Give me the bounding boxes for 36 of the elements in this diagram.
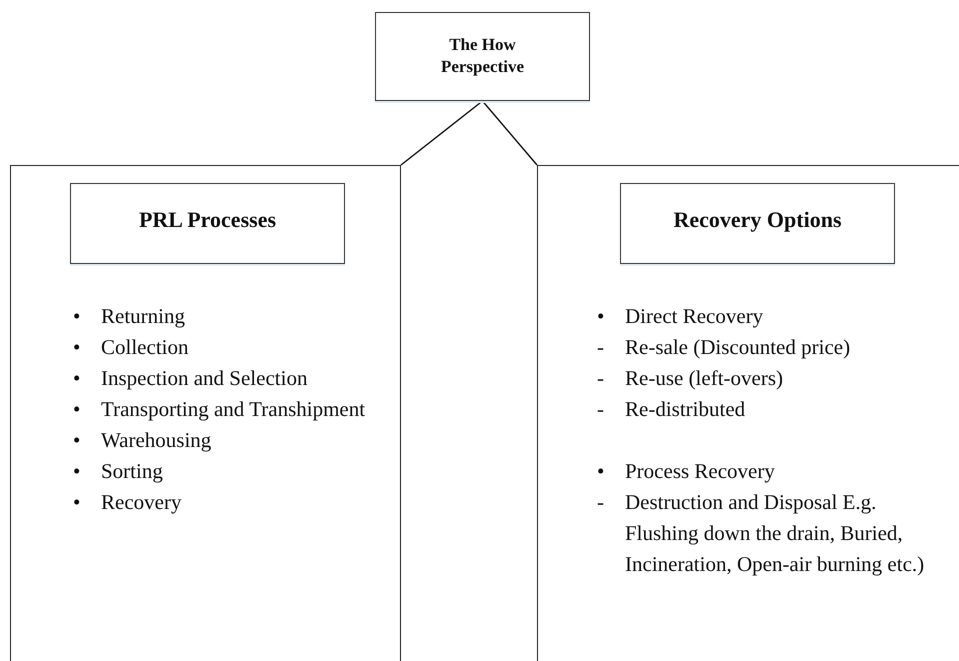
list-item-text: Re-sale (Discounted price): [625, 335, 850, 359]
list-item-text: Collection: [101, 335, 188, 359]
list-item-text: Destruction and Disposal E.g. Flushing down the drain, Buried, Incineration, Open-air burning etc.): [625, 490, 924, 576]
list-item-text: Recovery: [101, 490, 182, 514]
list-marker: -: [597, 334, 604, 361]
list-marker: •: [73, 489, 80, 516]
list-marker: •: [73, 334, 80, 361]
category-panel: [10, 165, 401, 661]
heading-box: [70, 183, 345, 264]
connector-line: [400, 100, 483, 166]
list-item-text: Inspection and Selection: [101, 366, 308, 390]
list-marker: -: [597, 396, 604, 423]
category-panel: [537, 165, 959, 661]
list-item-text: Transporting and Transhipment: [101, 397, 366, 421]
heading-text: Recovery Options: [672, 206, 843, 234]
list-marker: •: [597, 458, 604, 485]
list-item-text: Re-use (left-overs): [625, 366, 784, 390]
heading-text: PRL Processes: [138, 206, 278, 234]
list-marker: •: [73, 396, 80, 423]
list-marker: •: [73, 458, 80, 485]
list-item-text: Direct Recovery: [625, 304, 764, 328]
list-marker: -: [597, 489, 604, 516]
list-marker: •: [73, 303, 80, 330]
list-marker: •: [73, 365, 80, 392]
connector-line: [482, 100, 538, 166]
heading-box: [375, 12, 590, 101]
heading-text: The How Perspective: [440, 34, 526, 78]
list-item-text: Sorting: [101, 459, 163, 483]
list-marker: •: [597, 303, 604, 330]
list-marker: •: [73, 427, 80, 454]
list-item-text: Process Recovery: [625, 459, 775, 483]
list-item-text: Returning: [101, 304, 185, 328]
list-item-text: Re-distributed: [625, 397, 746, 421]
list-item-text: Warehousing: [101, 428, 212, 452]
list-marker: -: [597, 365, 604, 392]
heading-box: [620, 183, 895, 264]
